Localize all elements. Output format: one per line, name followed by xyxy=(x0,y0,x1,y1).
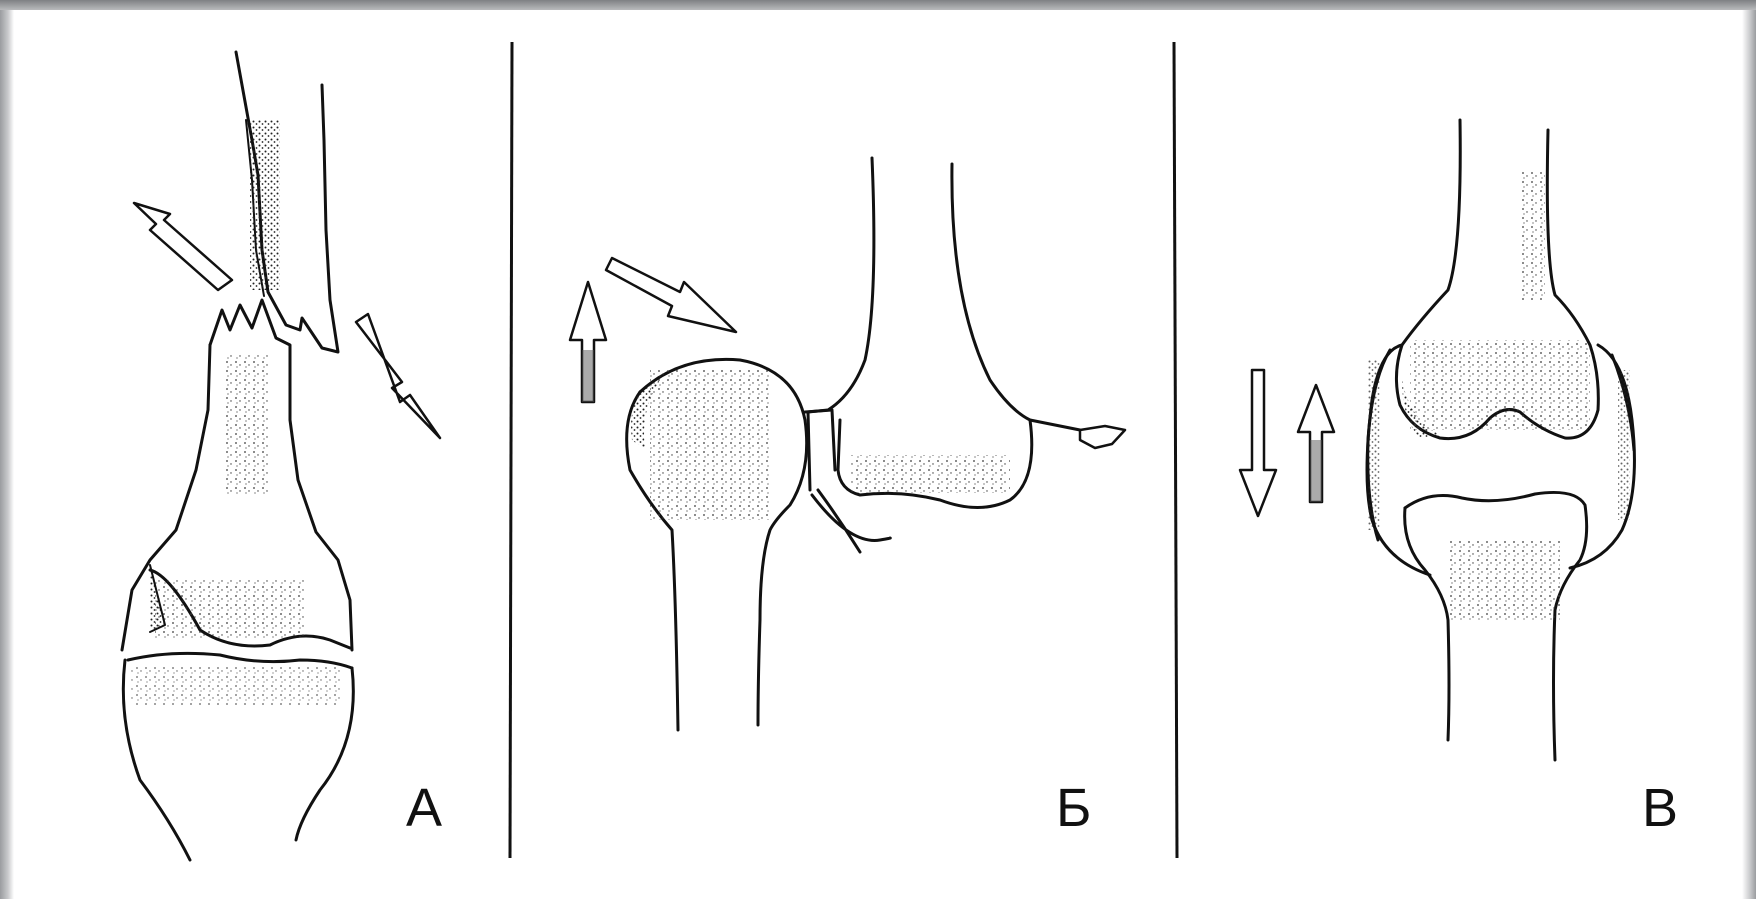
panel-b-arrow-up xyxy=(570,282,606,402)
panel-b-arrow-down-right xyxy=(606,258,736,332)
panel-a-drawing xyxy=(122,52,353,860)
panel-label-v: В xyxy=(1642,778,1678,838)
panel-v-arrow-down xyxy=(1240,370,1276,516)
panel-b-drawing xyxy=(627,158,1125,730)
panel-b-humerus xyxy=(808,158,874,412)
panel-v-arrow-up xyxy=(1298,385,1334,502)
panel-v-lower-bone xyxy=(1405,492,1587,760)
panel-label-a: А xyxy=(406,778,442,838)
panel-divider-left xyxy=(510,42,512,858)
panel-a-arrow-up-left xyxy=(134,203,232,290)
panel-v-drawing xyxy=(1367,120,1634,760)
panel-divider-right xyxy=(1174,42,1177,858)
panel-label-b: Б xyxy=(1056,778,1091,838)
panel-a-arrow-down-right xyxy=(356,314,440,438)
